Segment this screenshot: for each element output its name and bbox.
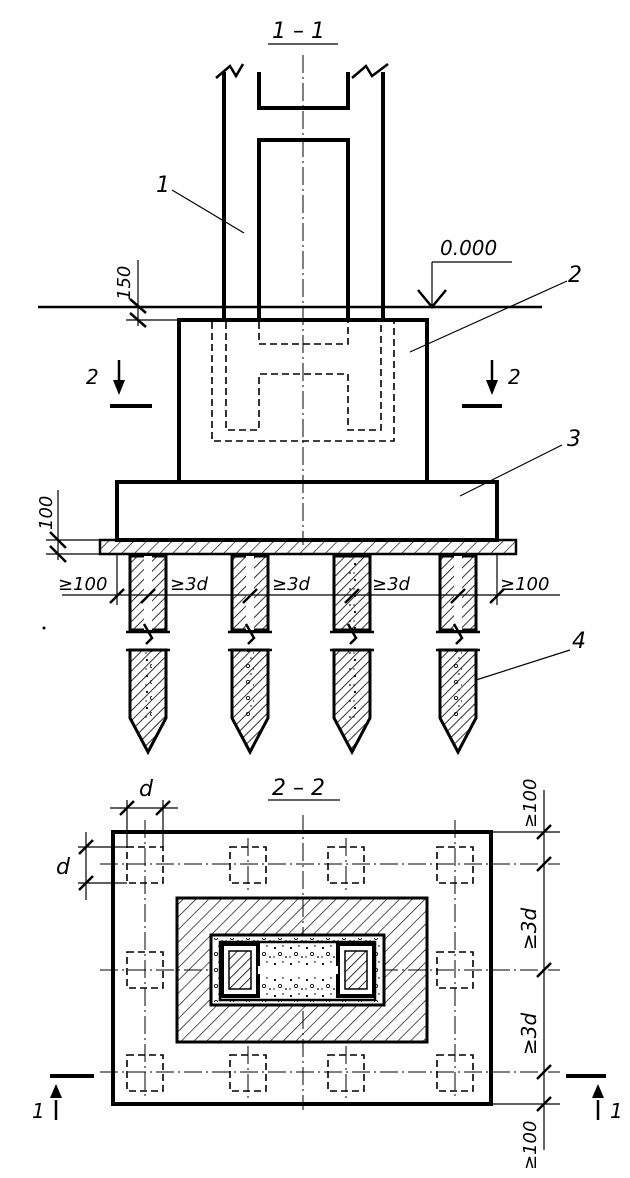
plan-right-dim-3: ≥3d bbox=[517, 1013, 541, 1055]
dim-100: 100 bbox=[36, 490, 100, 563]
piles bbox=[126, 554, 480, 756]
callout-2: 2 bbox=[568, 263, 582, 288]
section-2-2-title: 2 – 2 bbox=[272, 776, 325, 801]
elevation-label: 0.000 bbox=[440, 236, 497, 260]
pile-4 bbox=[436, 554, 480, 756]
plan-right-dim-2: ≥3d bbox=[517, 908, 541, 950]
pile-2 bbox=[228, 554, 272, 756]
pile-spacing-dims: ≥100 ≥3d ≥3d ≥3d ≥100 bbox=[58, 555, 560, 605]
cut-mark-2-right: 2 bbox=[462, 360, 521, 408]
dim-3d-3: ≥3d bbox=[372, 574, 411, 595]
section-1-1-title: 1 – 1 bbox=[272, 19, 325, 44]
dim-150: 150 bbox=[114, 260, 180, 328]
cut-mark-1-right: 1 bbox=[566, 1074, 623, 1123]
scan-dot bbox=[42, 626, 46, 630]
plan-right-dims: ≥100 ≥3d ≥3d ≥100 bbox=[491, 779, 560, 1170]
hidden-column bbox=[211, 322, 395, 442]
preparation-layer bbox=[98, 538, 518, 556]
callout-3: 3 bbox=[567, 427, 581, 452]
plan-slab-outline bbox=[111, 830, 493, 1106]
elevation-mark: 0.000 bbox=[417, 236, 512, 309]
column bbox=[215, 63, 389, 320]
pile-1 bbox=[126, 554, 170, 756]
foundation-slab bbox=[115, 480, 499, 542]
cut-label-2-right: 2 bbox=[508, 365, 521, 389]
pile-3 bbox=[330, 554, 374, 756]
dim-min100-left: ≥100 bbox=[58, 574, 107, 595]
dim-150-label: 150 bbox=[114, 266, 135, 300]
plan-dim-d-left: d bbox=[56, 832, 127, 900]
callouts: 1 2 3 4 bbox=[156, 173, 586, 681]
plan-pile-positions bbox=[126, 846, 474, 1092]
cut-label-1-right: 1 bbox=[610, 1099, 623, 1123]
plan-right-dim-1: ≥100 bbox=[520, 779, 541, 828]
dim-3d-2: ≥3d bbox=[272, 574, 311, 595]
plan-dim-d-top: d bbox=[110, 777, 178, 847]
dim-3d-1: ≥3d bbox=[170, 574, 209, 595]
plan-dim-d-top-label: d bbox=[139, 777, 154, 802]
plan-column-flanges bbox=[220, 942, 376, 998]
cut-label-1-left: 1 bbox=[32, 1099, 45, 1123]
cut-mark-1-left: 1 bbox=[32, 1074, 94, 1123]
plan-dim-d-left-label: d bbox=[56, 855, 71, 880]
cut-label-2-left: 2 bbox=[86, 365, 99, 389]
cut-mark-2-left: 2 bbox=[86, 360, 152, 408]
callout-1: 1 bbox=[156, 173, 170, 198]
plan-right-dim-4: ≥100 bbox=[520, 1121, 541, 1170]
dim-min100-right: ≥100 bbox=[500, 574, 549, 595]
dim-100-label: 100 bbox=[36, 496, 57, 530]
callout-4: 4 bbox=[572, 629, 586, 654]
